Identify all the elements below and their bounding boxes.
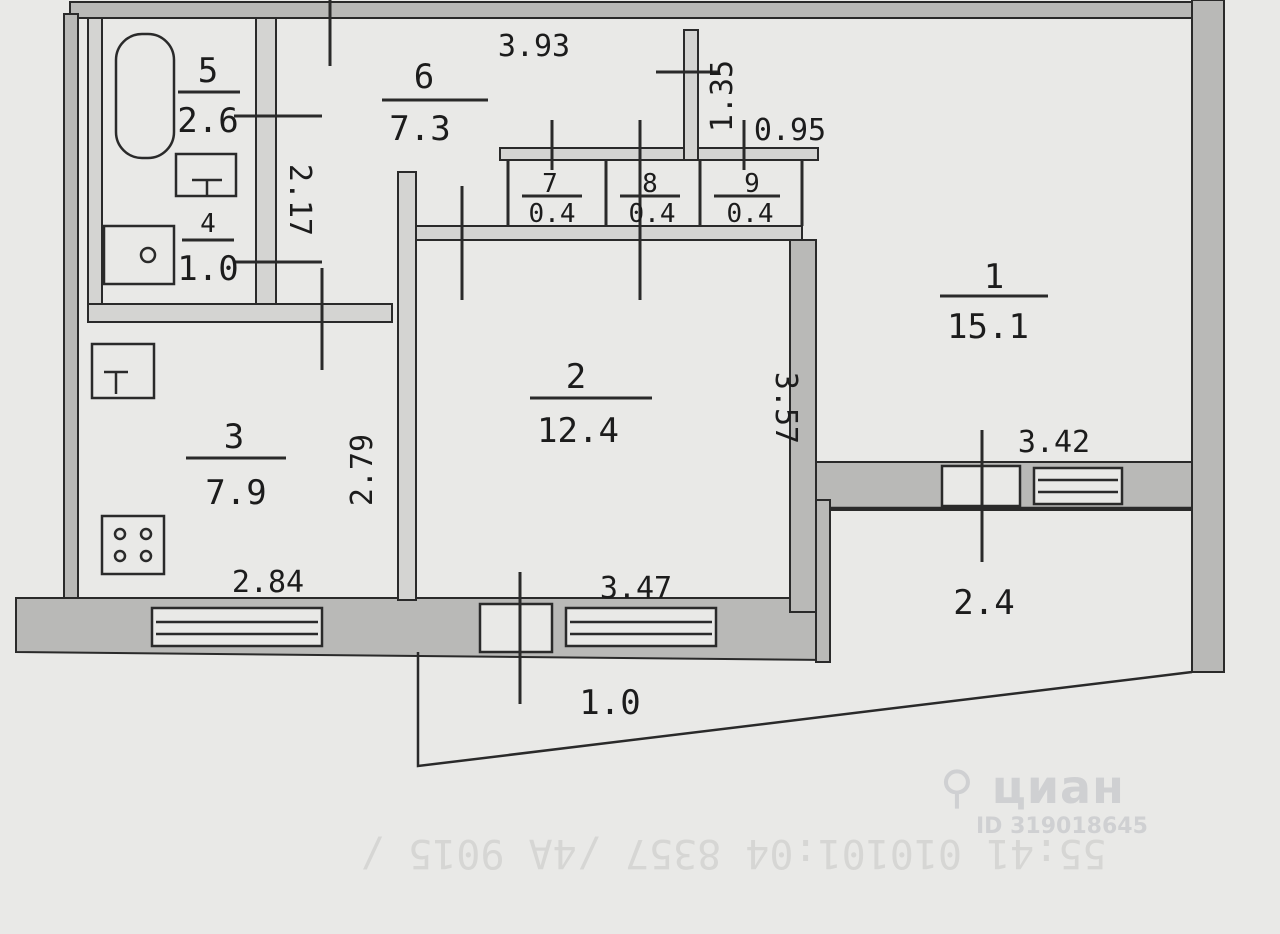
room-area: 7.9 — [205, 473, 266, 513]
stove-icon — [100, 514, 166, 576]
closet-dividers — [506, 160, 804, 226]
room-area: 15.1 — [947, 307, 1029, 347]
dimension-label: 1.35 — [705, 60, 740, 132]
window-room2 — [564, 606, 718, 648]
dimension-labels: 3.93 1.35 0.95 2.17 2.79 3.57 3.42 2.84 … — [232, 29, 1090, 606]
room-area: 0.4 — [629, 199, 676, 229]
partition-hall-stub — [683, 29, 699, 161]
wall-right — [1191, 0, 1225, 673]
partitions — [87, 17, 819, 601]
dimension-label: 3.57 — [768, 372, 803, 444]
dim-lines — [178, 0, 1048, 704]
room-area: 2.6 — [177, 101, 238, 141]
room-number: 8 — [642, 169, 658, 199]
pin-icon: ⚲ — [940, 760, 975, 814]
partition-closets-top — [499, 147, 819, 161]
toilet-icon — [102, 224, 176, 286]
fixtures — [90, 32, 238, 576]
windows — [150, 464, 1124, 654]
dimension-label: 3.93 — [498, 29, 570, 64]
wall-top — [69, 1, 1201, 19]
room-area: 0.4 — [727, 199, 774, 229]
room-number: 6 — [414, 57, 434, 97]
dimension-label: 3.47 — [600, 571, 672, 606]
wall-room2-room1 — [789, 239, 817, 613]
room-number: 1 — [984, 257, 1004, 297]
partition-bath-right — [255, 17, 277, 309]
partition-kitchen-top — [87, 303, 393, 323]
dimension-label: 3.42 — [1018, 425, 1090, 460]
room-area: 7.3 — [389, 109, 450, 149]
room-area: 1.0 — [177, 249, 238, 289]
room-number: 2 — [566, 357, 586, 397]
window-kitchen — [150, 606, 324, 648]
balcony-area: 2.4 — [953, 583, 1014, 623]
watermark-id: ID 319018645 — [976, 814, 1148, 839]
partition-closets — [415, 225, 803, 241]
room-number: 9 — [744, 169, 760, 199]
partition-kitchen-room2 — [397, 171, 417, 601]
bathtub-icon — [114, 32, 176, 160]
dimension-label: 2.17 — [282, 164, 317, 236]
kitchen-sink-icon — [90, 342, 156, 400]
wall-balcony-left — [815, 499, 831, 663]
balcony-outline — [416, 506, 1193, 768]
window-room1 — [1032, 466, 1124, 506]
window-lines — [156, 478, 1118, 636]
partition-bath — [87, 17, 103, 309]
dimension-label: 0.95 — [754, 113, 826, 148]
room-area: 0.4 — [529, 199, 576, 229]
dimension-label: 2.84 — [232, 565, 304, 600]
dimension-label: 2.79 — [345, 434, 380, 506]
room-number: 4 — [200, 209, 216, 239]
room-number: 3 — [224, 417, 244, 457]
room-number: 5 — [198, 51, 218, 91]
room-area: 12.4 — [537, 411, 619, 451]
room-number: 7 — [542, 169, 558, 199]
wall-left — [63, 13, 79, 605]
watermark-brand: ⚲ циан — [940, 760, 1148, 814]
door-balcony — [478, 602, 554, 654]
watermark: ⚲ циан ID 319018645 — [940, 760, 1148, 839]
balcony-area: 1.0 — [579, 683, 640, 723]
watermark-brand-text: циан — [991, 760, 1125, 814]
room-labels: 1 15.1 2 12.4 3 7.9 4 1.0 5 2.6 6 7.3 7 … — [177, 51, 1029, 723]
